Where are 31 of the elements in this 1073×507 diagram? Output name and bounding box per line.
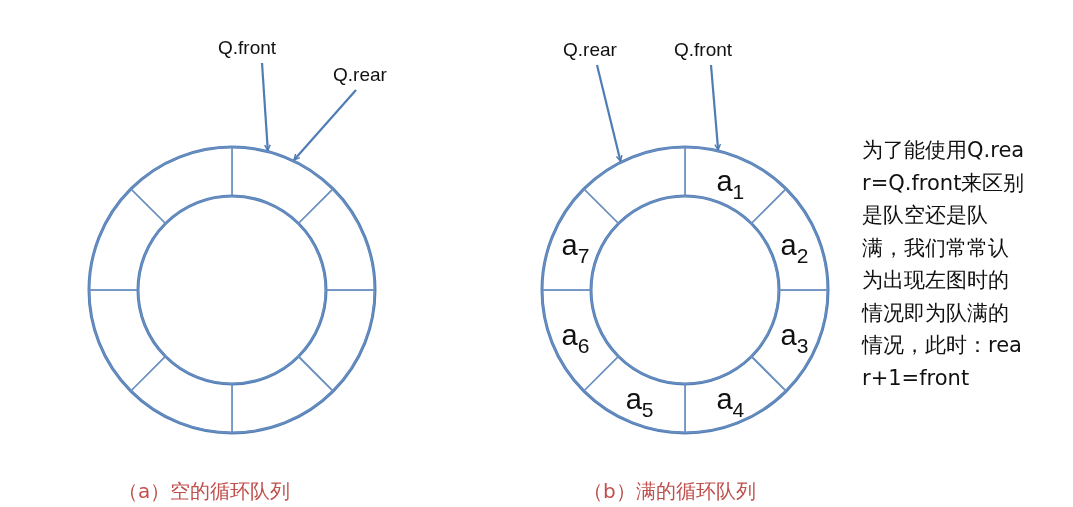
element-label: a$_{5}$	[625, 384, 654, 415]
queue-slot	[89, 290, 166, 392]
arrow	[709, 64, 722, 151]
queue-slot	[583, 147, 685, 224]
pointer-label: Q.front	[218, 37, 277, 59]
arrow	[595, 64, 623, 162]
queue-slot	[232, 147, 334, 224]
arrow	[293, 89, 357, 161]
queue-slot	[751, 290, 828, 392]
queue-slot	[685, 147, 787, 224]
queue-slot	[298, 290, 375, 392]
pointer-label: Q.rear	[333, 64, 387, 86]
queue-slot	[542, 188, 619, 290]
pointer-label: Q.front	[674, 39, 733, 61]
queue-slot	[130, 147, 232, 224]
queue-slot	[751, 188, 828, 290]
queue-slot	[685, 356, 787, 433]
queue-slot	[89, 188, 166, 290]
arrow	[260, 62, 271, 152]
element-label: a$_{6}$	[561, 320, 590, 351]
figure-caption: （b）满的循环队列	[583, 478, 756, 505]
queue-slot	[232, 356, 334, 433]
element-label: a$_{3}$	[780, 320, 809, 351]
queue-slot	[583, 356, 685, 433]
queue-slot	[542, 290, 619, 392]
element-label: a$_{4}$	[716, 384, 745, 415]
queue-slot	[298, 188, 375, 290]
explanation-text: 为了能使用Q.rear=Q.front来区别是队空还是队满，我们常常认为出现左图时的情况即为队满的情况，此时：rear+1=front	[862, 137, 1026, 392]
pointer-label: Q.rear	[563, 39, 617, 61]
figure-caption: （a）空的循环队列	[118, 478, 291, 505]
queue-slot	[130, 356, 232, 433]
